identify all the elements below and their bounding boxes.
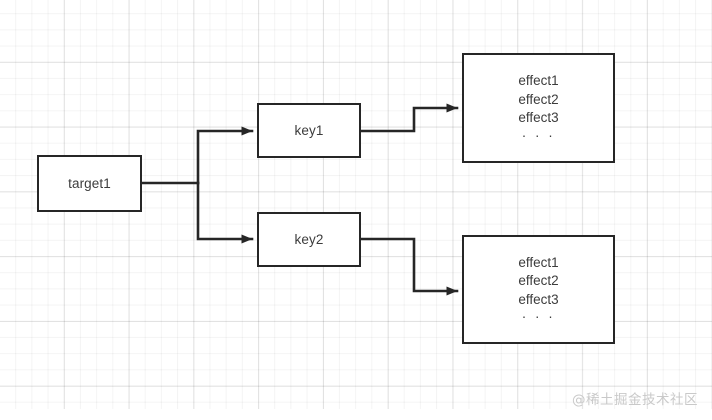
- node-key1-label: key1: [294, 123, 324, 138]
- grid-bottom-strip: [0, 409, 712, 420]
- edge-key1-to-effects1: [359, 103, 459, 133]
- effects-1-ellipsis: · · ·: [521, 127, 556, 143]
- effects-1-line-2: effect2: [518, 91, 559, 107]
- effects-2-line-1: effect1: [518, 254, 559, 270]
- effects-1-line-1: effect1: [518, 73, 559, 89]
- effects-2-line-3: effect3: [518, 291, 559, 307]
- node-key1[interactable]: key1: [257, 103, 361, 158]
- node-key2[interactable]: key2: [257, 212, 361, 267]
- node-target1[interactable]: target1: [37, 155, 142, 212]
- node-effects-2[interactable]: effect1 effect2 effect3 · · ·: [462, 235, 615, 344]
- node-effects-1[interactable]: effect1 effect2 effect3 · · ·: [462, 53, 615, 163]
- watermark: @稀土掘金技术社区: [572, 392, 698, 408]
- effects-2-line-2: effect2: [518, 273, 559, 289]
- effects-1-line-3: effect3: [518, 110, 559, 126]
- edge-target1-to-key2: [196, 181, 254, 244]
- node-target1-label: target1: [68, 176, 111, 191]
- edge-key2-to-effects2: [359, 237, 459, 296]
- effects-2-ellipsis: · · ·: [521, 309, 556, 325]
- edge-target1-to-key1: [196, 126, 254, 185]
- node-key2-label: key2: [294, 232, 324, 247]
